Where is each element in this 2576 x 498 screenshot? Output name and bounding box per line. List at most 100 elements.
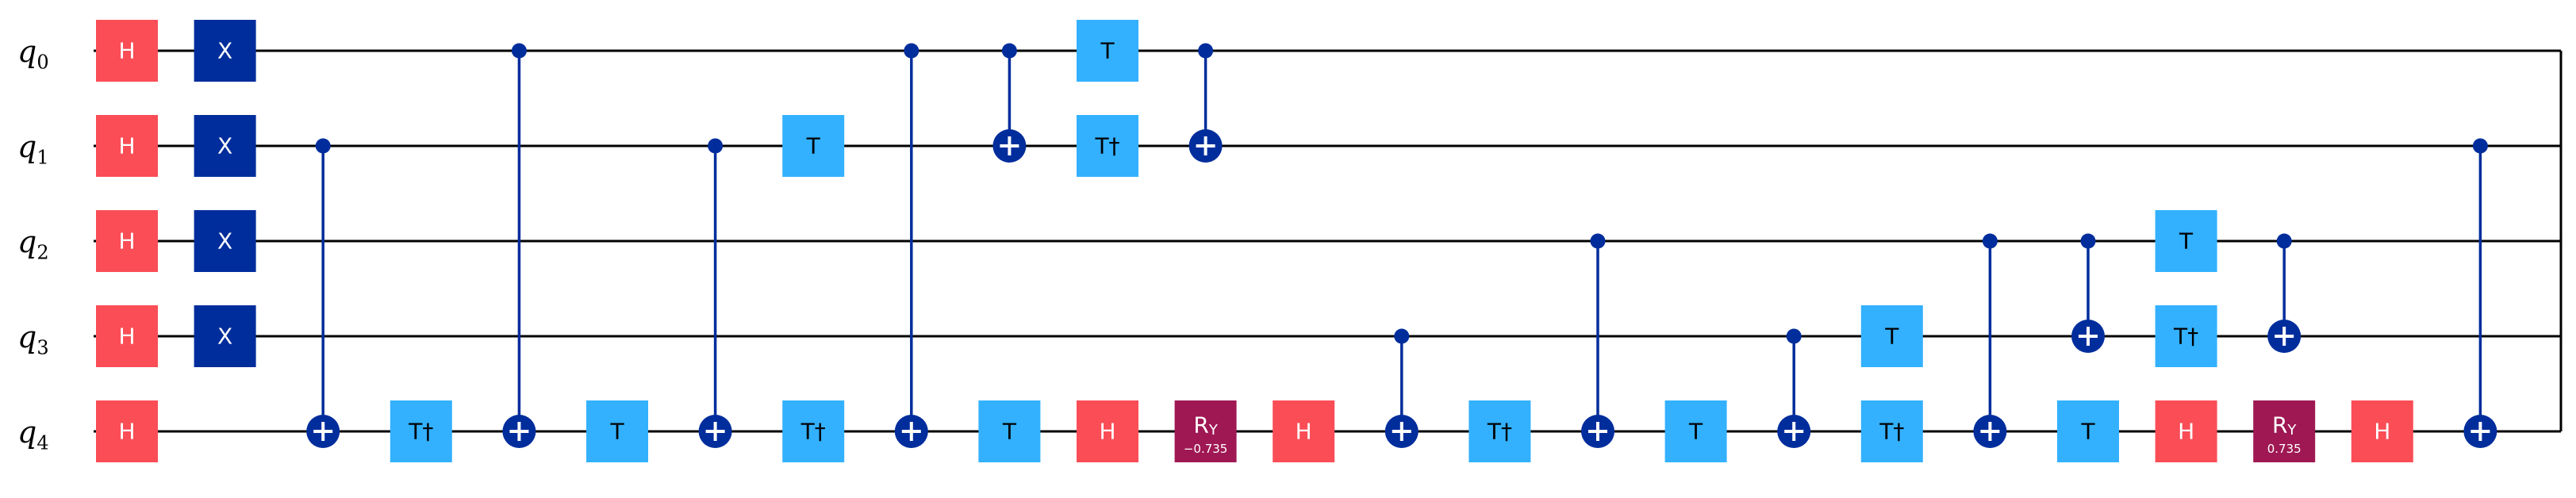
- h-gate: H: [2155, 400, 2217, 462]
- h-gate: H: [96, 115, 158, 177]
- gate-label: T†: [1487, 419, 1512, 445]
- gate-box: [96, 210, 158, 272]
- x-gate: X: [194, 20, 256, 82]
- x-gate: X: [194, 115, 256, 177]
- gate-box: [96, 400, 158, 462]
- t-gate: T: [586, 400, 648, 462]
- x-gate: X: [194, 305, 256, 367]
- qubit-label-q3: q3: [17, 320, 49, 359]
- control-dot: [511, 43, 527, 59]
- gate-box: [96, 305, 158, 367]
- gate-box: [978, 400, 1041, 462]
- gate-label: T: [2080, 419, 2095, 445]
- gate-box: [2351, 400, 2413, 462]
- ry-gate: RY0.735: [2253, 400, 2316, 462]
- gate-box: [390, 400, 452, 462]
- control-dot: [315, 138, 331, 154]
- gate-box: [1077, 400, 1138, 462]
- cnot-gate: [992, 43, 1027, 163]
- control-dot: [1001, 43, 1017, 59]
- gate-label: T†: [1879, 419, 1904, 445]
- cnot-gate: [1384, 328, 1419, 448]
- gate-box: [782, 115, 845, 177]
- gate-box: [2253, 400, 2316, 462]
- gate-label: X: [217, 38, 232, 64]
- gate-label: T†: [800, 419, 826, 445]
- ry-gate: RY−0.735: [1174, 400, 1237, 462]
- gate-box: [1664, 400, 1727, 462]
- control-dot: [1786, 328, 1802, 344]
- cnot-gate: [306, 138, 340, 448]
- gate-label: T: [609, 419, 624, 445]
- gate-box: [1468, 400, 1531, 462]
- cnot-gate: [2267, 233, 2302, 353]
- cnot-gate: [1973, 233, 2007, 448]
- t-gate: T: [2155, 210, 2217, 272]
- cnot-gate: [1777, 328, 1811, 448]
- gate-parameter: −0.735: [1184, 442, 1228, 456]
- qubit-label-q2: q2: [17, 224, 49, 264]
- gate-label: X: [217, 324, 232, 350]
- control-dot: [1394, 328, 1410, 344]
- t-gate: T: [782, 115, 845, 177]
- gate-box: [96, 115, 158, 177]
- gate-box: [194, 210, 256, 272]
- gate-box: [194, 115, 256, 177]
- t-dagger-gate: T†: [2155, 305, 2217, 367]
- gate-label: H: [118, 133, 135, 159]
- control-dot: [2080, 233, 2096, 249]
- gate-label: X: [217, 228, 232, 255]
- gate-label: H: [1099, 419, 1115, 445]
- qubit-label-q1: q1: [17, 129, 49, 169]
- qubit-label-q4: q4: [17, 415, 49, 454]
- cnot-gate: [2463, 138, 2497, 448]
- cnot-gate: [894, 43, 928, 448]
- h-gate: H: [1077, 400, 1138, 462]
- gate-label: T: [806, 133, 821, 159]
- gate-parameter: 0.735: [2267, 442, 2302, 456]
- t-dagger-gate: T†: [1860, 400, 1923, 462]
- cnot-gate: [1188, 43, 1223, 163]
- cnot-gate: [502, 43, 536, 448]
- h-gate: H: [2351, 400, 2413, 462]
- gate-label: T†: [408, 419, 433, 445]
- gate-box: [96, 20, 158, 82]
- h-gate: H: [96, 210, 158, 272]
- gate-box: [2155, 400, 2217, 462]
- gate-label: H: [118, 38, 135, 64]
- gate-box: [194, 20, 256, 82]
- t-gate: T: [1860, 305, 1923, 367]
- gate-label: T†: [1094, 133, 1119, 159]
- h-gate: H: [96, 400, 158, 462]
- gate-box: [782, 400, 845, 462]
- gate-box: [2155, 210, 2217, 272]
- gate-label: T: [2179, 228, 2194, 255]
- gate-box: [1860, 305, 1923, 367]
- cnot-gate: [698, 138, 732, 448]
- gate-label: H: [118, 228, 135, 255]
- h-gate: H: [96, 20, 158, 82]
- control-dot: [1198, 43, 1214, 59]
- gate-label: T†: [2173, 324, 2198, 350]
- gate-label: X: [217, 133, 232, 159]
- control-dot: [904, 43, 919, 59]
- t-gate: T: [1077, 20, 1138, 82]
- gate-label: T: [1100, 38, 1115, 64]
- t-gate: T: [1664, 400, 1727, 462]
- gate-box: [586, 400, 648, 462]
- t-gate: T: [2057, 400, 2119, 462]
- gate-label: T: [1884, 324, 1899, 350]
- gate-label: H: [1296, 419, 1312, 445]
- gate-box: [194, 305, 256, 367]
- t-dagger-gate: T†: [1077, 115, 1138, 177]
- gate-box: [2057, 400, 2119, 462]
- qubit-label-q0: q0: [17, 34, 49, 74]
- gate-label: H: [118, 419, 135, 445]
- gate-label: H: [118, 324, 135, 350]
- gate-label: T: [1002, 419, 1017, 445]
- h-gate: H: [96, 305, 158, 367]
- gate-box: [2155, 305, 2217, 367]
- gate-label: H: [2178, 419, 2194, 445]
